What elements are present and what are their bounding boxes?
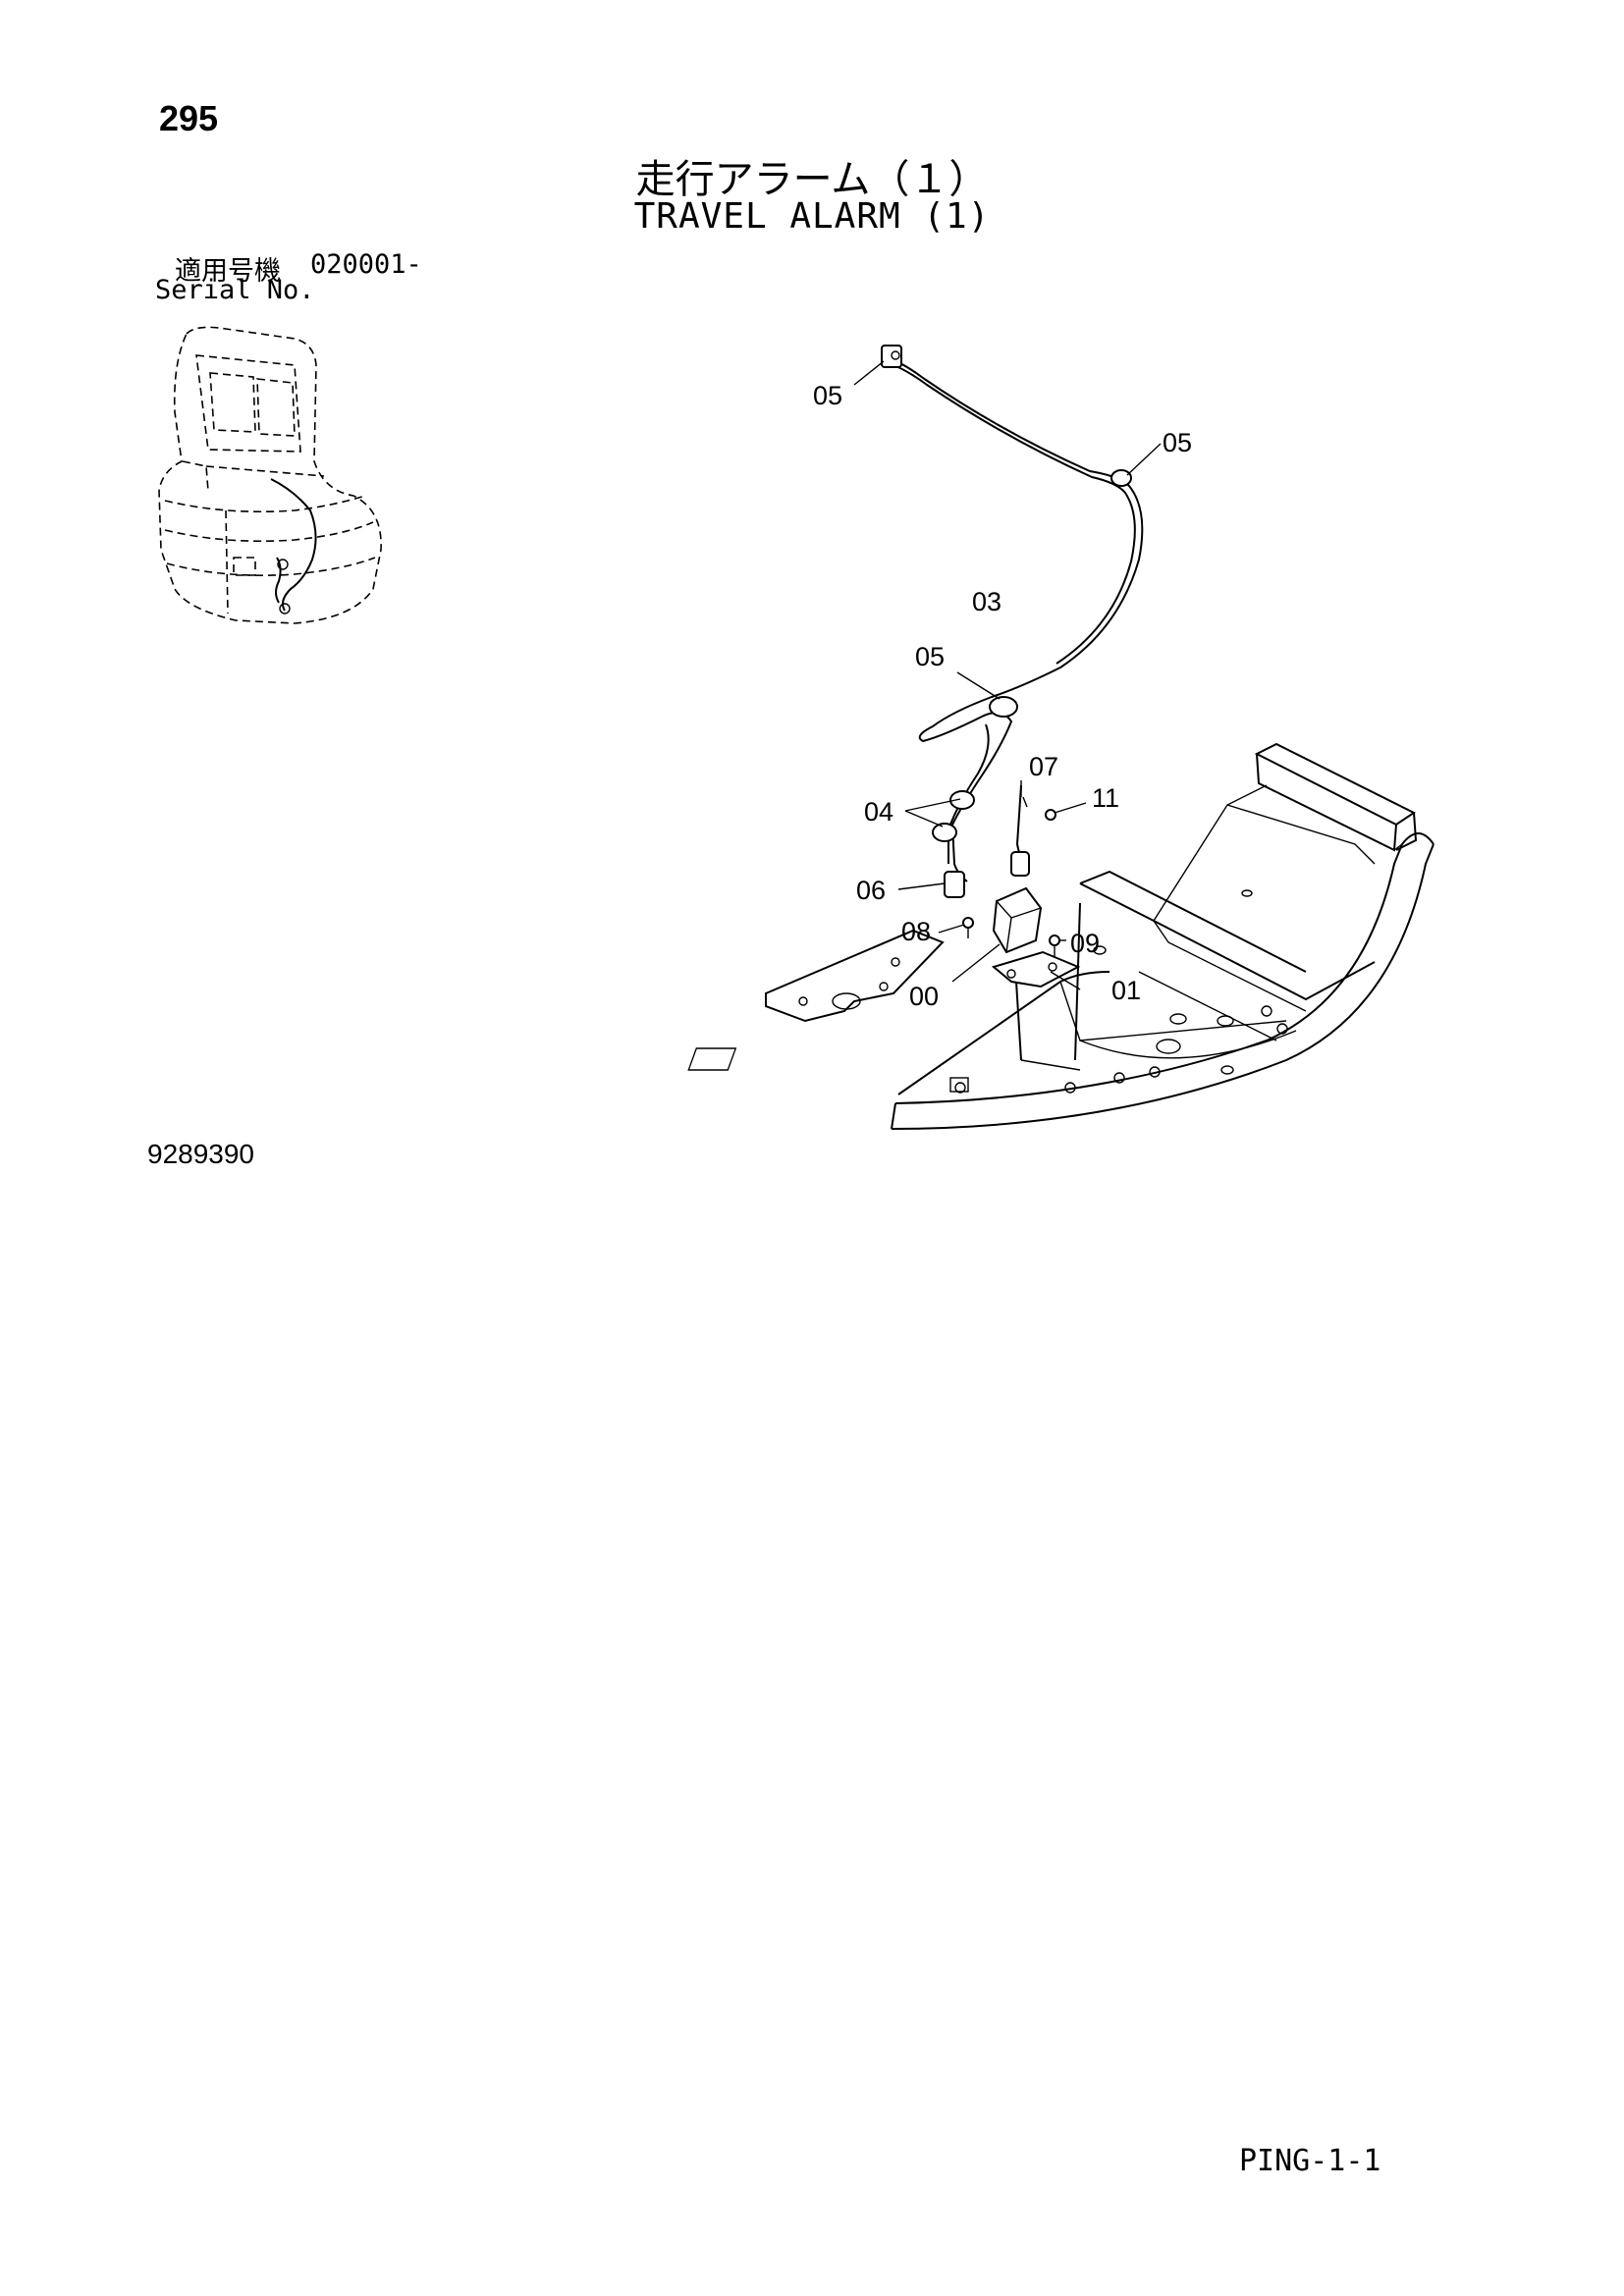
page-title-japanese: 走行アラーム（１）	[635, 157, 989, 202]
callout-11: 11	[1092, 783, 1119, 813]
callout-04: 04	[864, 797, 893, 827]
callout-00: 00	[909, 982, 939, 1011]
callout-09: 09	[1070, 929, 1100, 958]
bolt-08	[962, 917, 974, 938]
callout-05-right: 05	[1163, 428, 1192, 457]
serial-label-english: Serial No.	[155, 275, 315, 305]
callout-06: 06	[856, 876, 886, 905]
alarm-unit-00	[992, 886, 1043, 954]
clamps-04	[932, 790, 975, 842]
page-code: PING-1-1	[1239, 2144, 1381, 2178]
clamp-05-right	[1110, 469, 1132, 487]
bolt-09	[1049, 934, 1060, 957]
callout-labels: 05 05 03 05 07 11 04 06 08 09 00 01	[813, 381, 1192, 1011]
callout-05-mid: 05	[915, 642, 945, 671]
machine-outline	[158, 326, 382, 624]
callout-01: 01	[1111, 976, 1141, 1005]
bolt-11	[1045, 809, 1056, 821]
page-title-english: TRAVEL ALARM (1)	[633, 196, 991, 237]
callout-05-top: 05	[813, 381, 842, 410]
callout-07: 07	[1029, 752, 1058, 781]
callout-08: 08	[901, 917, 931, 946]
callout-03: 03	[972, 587, 1001, 616]
connector-07	[1010, 796, 1030, 877]
connector-06	[944, 871, 965, 898]
leader-lines	[853, 360, 1162, 990]
serial-label-japanese: 適用号機	[175, 256, 281, 287]
clamp-05-mid	[989, 696, 1018, 718]
serial-number: 020001-	[310, 249, 422, 280]
page-number: 295	[159, 98, 219, 138]
key-map-harness	[270, 478, 317, 614]
connector-top	[881, 345, 902, 368]
drawing-number: 9289390	[147, 1139, 255, 1169]
upper-frame-structure	[687, 742, 1435, 1130]
